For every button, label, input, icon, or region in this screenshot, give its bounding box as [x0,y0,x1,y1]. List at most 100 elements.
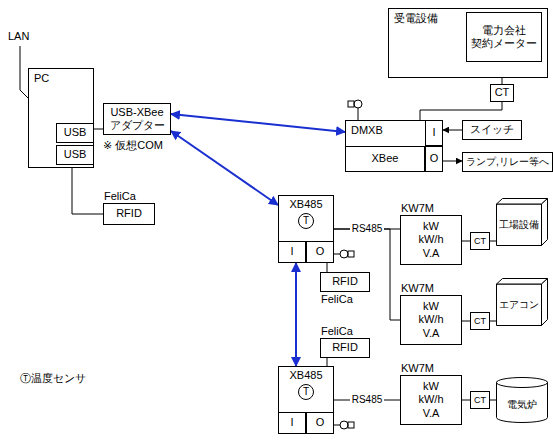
node-label: CT [474,316,486,327]
usb-port: USB [56,123,94,143]
temp-sensor: T [298,213,314,229]
pc-box: PC USB USB [28,68,94,168]
meter-box: 電力会社 契約メーター [466,12,542,62]
output-port: O [425,146,443,172]
node-label: スイッチ [470,123,514,136]
circle-outline [299,214,314,229]
node-label: USB [64,126,87,139]
wire [490,321,496,322]
node-label: USB [64,148,87,161]
node-label: RFID [332,275,358,288]
factory-equipment: 工場設備 [496,198,548,246]
usb-port: USB [56,145,94,165]
lan-line [20,46,28,98]
node-label: 受電設備 [394,12,438,25]
power-plug [348,100,362,120]
node-label: kW kW/h V.A [415,220,447,260]
ct-box: CT [470,232,490,250]
wire [327,358,328,366]
node-label: CT [474,395,486,406]
node-heading: FeliCa [321,293,353,306]
node-label: CT [495,86,510,99]
wire [327,263,328,272]
output-port: O [306,412,334,434]
wire [462,400,470,401]
node-label: kW kW/h V.A [415,380,447,420]
xb485-box: XB485T I O [278,366,334,434]
cube-side [542,199,548,246]
wireless-link [171,114,345,132]
output-port: O [306,241,334,263]
node-label: I [432,126,435,139]
node-heading: KW7M [401,362,434,375]
legend-note: Ⓣ温度センサ [20,372,86,385]
node-label: RFID [116,207,142,220]
power-meter: KW7MkW kW/h V.A [400,215,462,265]
node-heading: FeliCa [321,325,353,338]
node-label: XBee [372,152,399,165]
node-label: USB-XBee アダプター [107,106,167,132]
power-meter: KW7MkW kW/h V.A [400,295,462,345]
rfid-reader: FeliCaRFID [320,338,370,358]
ct-box: CT [470,391,490,409]
substation-box: 受電設備電力会社 契約メーター [388,8,548,78]
network-label: LAN [8,30,29,43]
note-label: ※ 仮想COM [103,139,163,152]
cube-top [497,279,548,285]
lamp-relay-box: ランプ,リレー等へ [462,152,553,172]
air-conditioner: エアコン [496,278,548,326]
circle-outline [299,385,314,400]
node-label: XB485 [289,369,322,382]
input-port: I [278,412,306,434]
power-plug [334,250,354,258]
node-label: CT [474,236,486,247]
node-label: ランプ,リレー等へ [466,156,549,168]
node-heading: KW7M [401,202,434,215]
wire [490,400,496,401]
wire [72,165,103,214]
node-label: エアコン [499,299,539,311]
switch-box: スイッチ [462,120,522,140]
wire [490,241,496,242]
cube-front [497,284,542,326]
wireless-link [295,263,297,366]
node-label: T [303,215,309,227]
node-label: I [290,245,293,258]
wire [462,241,470,242]
node-label: PC [34,72,49,85]
rfid-reader: FeliCaRFID [103,203,155,225]
node-label: DMXB [351,124,383,137]
node-label: O [316,416,325,429]
node-label: 電力会社 契約メーター [470,24,538,50]
node-heading: FeliCa [104,190,136,203]
rfid-reader: RFIDFeliCa [320,272,370,292]
xbee-module: XBee [345,146,425,172]
cylinder-body [497,382,548,423]
node-label: RFID [332,341,358,354]
node-label: O [316,245,325,258]
wire [420,102,502,120]
node-label: XB485 [289,198,322,211]
power-meter: KW7MkW kW/h V.A [400,375,462,425]
xbee-adapter: USB-XBee アダプター [103,103,171,135]
node-label: T [303,386,309,398]
node-label: 電気炉 [507,399,537,411]
wire [94,129,103,130]
dmxb-box: DMXB XBee IO [345,120,443,172]
xb485-box: XB485T I O [278,195,334,263]
cylinder-top [497,378,548,388]
bus-label: RS485 [350,223,385,235]
ct-box: CT [490,84,514,102]
wire [443,161,462,162]
wire [443,130,462,131]
wireless-link [171,131,278,205]
cube-side [542,279,548,326]
input-port: I [278,241,306,263]
node-label: 工場設備 [499,219,539,231]
ct-box: CT [470,312,490,330]
cube-top [497,199,548,205]
power-plug [334,421,354,429]
node-label: I [290,416,293,429]
electric-furnace: 電気炉 [496,377,548,423]
